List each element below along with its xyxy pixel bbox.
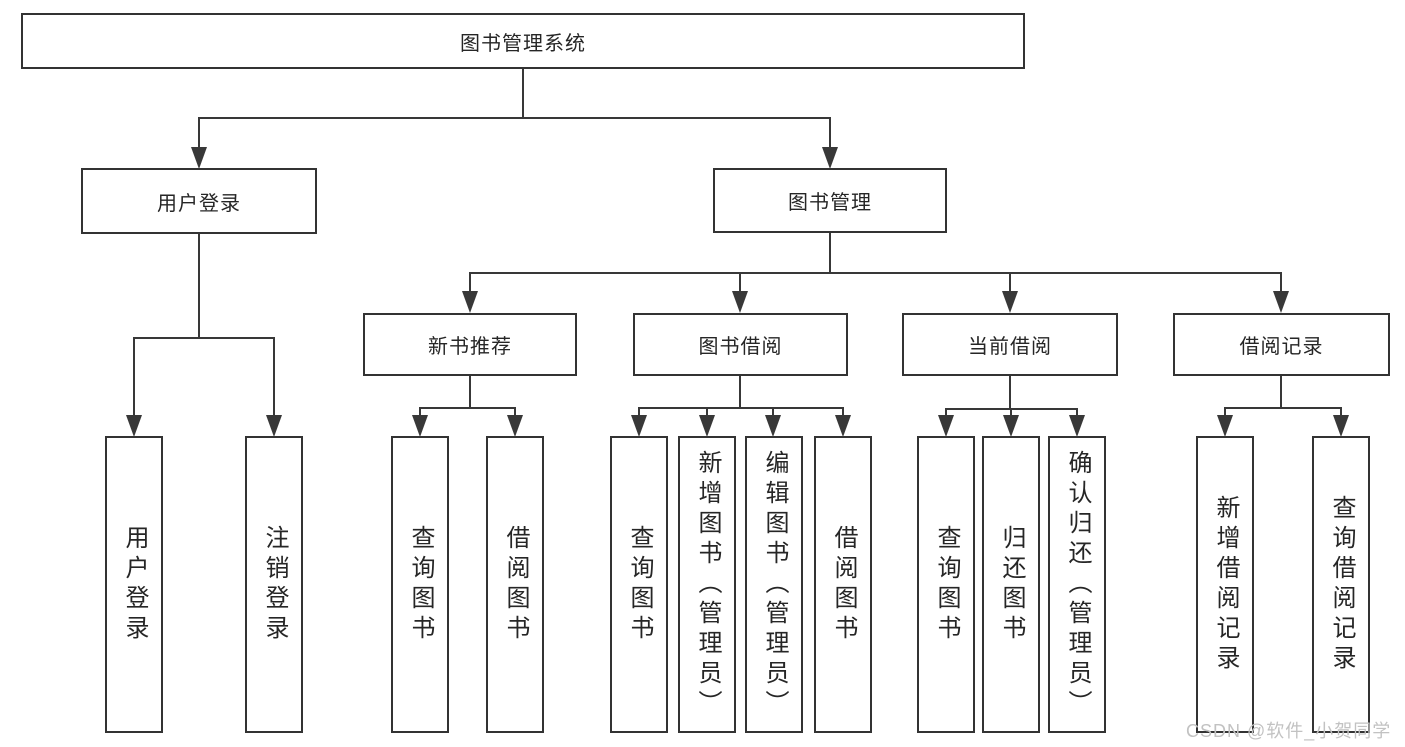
arrow-to-user-login: [191, 147, 207, 169]
leaf-query-book-recommend: 查询图书: [391, 436, 449, 733]
connector-to-book-borrow: [739, 272, 741, 292]
connector-user-login-rail: [133, 337, 275, 339]
connector-to-leaf-query-borrow: [638, 407, 640, 417]
leaf-query-book-borrow: 查询图书: [610, 436, 668, 733]
node-book-borrow: 图书借阅: [633, 313, 848, 376]
node-root-library-management-system: 图书管理系统: [21, 13, 1025, 69]
connector-to-leaf-return-book: [1010, 408, 1012, 417]
node-label: 借阅图书: [830, 524, 857, 645]
connector-to-leaf-add-record: [1224, 407, 1226, 417]
arrow-to-leaf-query-borrow: [631, 415, 647, 437]
arrow-to-book-management: [822, 147, 838, 169]
connector-borrow-stem: [739, 376, 741, 407]
node-label: 注销登录: [261, 524, 288, 645]
node-label: 图书借阅: [698, 336, 783, 358]
connector-to-new-book-recommend: [469, 272, 471, 292]
leaf-add-book-admin: 新增图书（管理员）: [678, 436, 736, 733]
node-new-book-recommend: 新书推荐: [363, 313, 577, 376]
connector-root-stem: [522, 69, 524, 117]
leaf-user-login: 用户登录: [105, 436, 163, 733]
connector-to-leaf-query-record: [1340, 407, 1342, 417]
leaf-add-borrow-record: 新增借阅记录: [1196, 436, 1254, 733]
arrow-to-leaf-query-recommend: [412, 415, 428, 437]
arrow-to-leaf-add-book: [699, 415, 715, 437]
connector-borrow-rail: [638, 407, 844, 409]
arrow-to-leaf-query-current: [938, 415, 954, 437]
connector-to-leaf-user-login: [133, 337, 135, 415]
node-label: 用户登录: [121, 524, 148, 645]
connector-root-rail: [198, 117, 831, 119]
node-label: 当前借阅: [968, 336, 1052, 358]
node-label: 查询图书: [933, 524, 960, 645]
arrow-to-leaf-add-record: [1217, 415, 1233, 437]
connector-to-leaf-add-book: [706, 407, 708, 417]
connector-to-leaf-query-current: [945, 408, 947, 417]
arrow-to-leaf-borrow-book: [835, 415, 851, 437]
connector-current-stem: [1009, 376, 1011, 408]
node-book-management: 图书管理: [713, 168, 947, 233]
node-label: 编辑图书（管理员）: [761, 449, 788, 720]
leaf-logout: 注销登录: [245, 436, 303, 733]
connector-to-current-borrow: [1009, 272, 1011, 292]
node-label: 图书管理: [788, 192, 872, 214]
node-label: 新书推荐: [428, 336, 512, 358]
node-label: 查询图书: [626, 524, 653, 645]
connector-book-mgmt-stem: [829, 233, 831, 272]
connector-to-leaf-borrow-recommend: [514, 407, 516, 417]
connector-to-borrow-record: [1280, 272, 1282, 292]
arrow-to-borrow-record: [1273, 291, 1289, 313]
connector-record-rail: [1224, 407, 1342, 409]
arrow-to-new-book-recommend: [462, 291, 478, 313]
arrow-to-current-borrow: [1002, 291, 1018, 313]
node-label: 借阅图书: [502, 524, 529, 645]
csdn-watermark: CSDN @软件_小贺同学: [1186, 721, 1392, 741]
node-label: 新增图书（管理员）: [694, 449, 721, 720]
node-label: 查询图书: [407, 524, 434, 645]
connector-to-leaf-query-recommend: [419, 407, 421, 417]
arrow-to-leaf-logout: [266, 415, 282, 437]
node-user-login: 用户登录: [81, 168, 317, 234]
connector-book-mgmt-rail: [469, 272, 1282, 274]
connector-to-leaf-edit-book: [772, 407, 774, 417]
arrow-to-leaf-edit-book: [765, 415, 781, 437]
arrow-to-leaf-confirm-return: [1069, 415, 1085, 437]
leaf-return-book: 归还图书: [982, 436, 1040, 733]
leaf-borrow-book-recommend: 借阅图书: [486, 436, 544, 733]
arrow-to-book-borrow: [732, 291, 748, 313]
arrow-to-leaf-return-book: [1003, 415, 1019, 437]
arrow-to-leaf-user-login: [126, 415, 142, 437]
connector-recommend-stem: [469, 376, 471, 407]
node-current-borrow: 当前借阅: [902, 313, 1118, 376]
node-borrow-record: 借阅记录: [1173, 313, 1390, 376]
arrow-to-leaf-query-record: [1333, 415, 1349, 437]
node-label: 查询借阅记录: [1328, 494, 1355, 675]
node-label: 归还图书: [998, 524, 1025, 645]
node-label: 借阅记录: [1239, 336, 1324, 358]
node-label: 确认归还（管理员）: [1064, 449, 1091, 720]
connector-user-login-stem: [198, 234, 200, 337]
connector-to-book-management: [829, 117, 831, 149]
leaf-borrow-book: 借阅图书: [814, 436, 872, 733]
connector-record-stem: [1280, 376, 1282, 407]
leaf-query-book-current: 查询图书: [917, 436, 975, 733]
leaf-confirm-return-admin: 确认归还（管理员）: [1048, 436, 1106, 733]
connector-to-leaf-confirm-return: [1076, 408, 1078, 417]
arrow-to-leaf-borrow-recommend: [507, 415, 523, 437]
leaf-edit-book-admin: 编辑图书（管理员）: [745, 436, 803, 733]
node-label: 图书管理系统: [460, 32, 586, 55]
connector-recommend-rail: [419, 407, 516, 409]
node-label: 新增借阅记录: [1212, 494, 1239, 675]
connector-to-leaf-borrow-book: [842, 407, 844, 417]
leaf-query-borrow-record: 查询借阅记录: [1312, 436, 1370, 733]
connector-to-leaf-logout: [273, 337, 275, 415]
node-label: 用户登录: [157, 192, 241, 215]
connector-to-user-login: [198, 117, 200, 149]
